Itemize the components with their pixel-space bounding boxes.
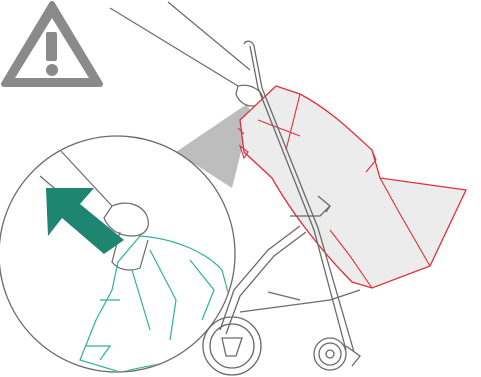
- detail-circle: [0, 136, 235, 372]
- rear-wheel: [314, 338, 360, 370]
- warning-triangle-icon: [4, 4, 100, 84]
- hand-outline: [110, 2, 263, 106]
- front-wheel: [203, 317, 261, 375]
- warning-exclamation-mark: !: [26, 48, 52, 94]
